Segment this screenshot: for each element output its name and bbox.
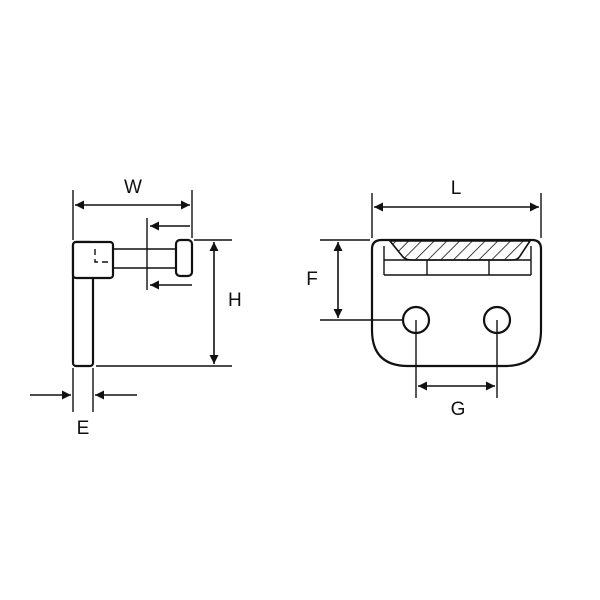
w-label: W <box>124 177 142 198</box>
side-view-top-body <box>71 240 115 280</box>
g-label: G <box>451 399 466 420</box>
front-view-hatched-cam <box>388 240 532 261</box>
h-label: H <box>228 290 242 311</box>
side-view-hidden-line <box>94 249 113 263</box>
side-view: W H E <box>30 177 242 439</box>
e-label: E <box>77 418 90 439</box>
l-label: L <box>451 178 462 199</box>
front-view-outline <box>370 238 543 368</box>
f-label: F <box>306 269 318 290</box>
front-view: L F G <box>306 178 543 420</box>
side-view-knob <box>174 238 194 278</box>
